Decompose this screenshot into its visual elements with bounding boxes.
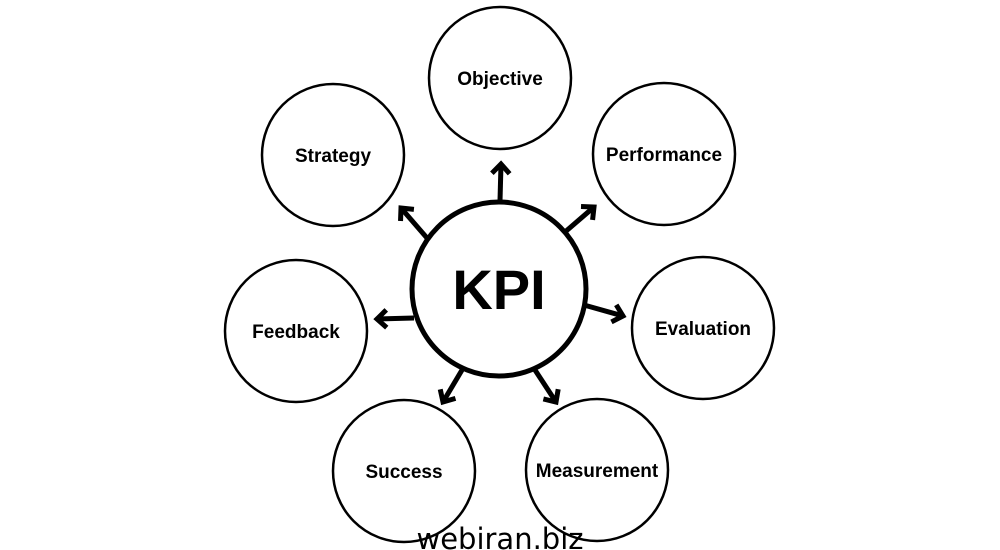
node-performance: Performance xyxy=(591,81,737,227)
node-label: Performance xyxy=(606,145,722,166)
node-label: Feedback xyxy=(252,322,340,343)
node-circle xyxy=(427,5,573,151)
node-measurement: Measurement xyxy=(524,397,670,543)
node-circle xyxy=(223,258,369,404)
node-success: Success xyxy=(331,398,477,544)
arrow-measurement xyxy=(532,368,561,406)
arrow-objective xyxy=(490,160,512,202)
arrow-performance xyxy=(563,204,597,234)
arrow-feedback xyxy=(373,308,415,330)
arrow-evaluation xyxy=(583,302,627,325)
node-strategy: Strategy xyxy=(260,82,406,228)
node-circle xyxy=(260,82,406,228)
center-node: KPI xyxy=(409,199,589,379)
arrow-success xyxy=(437,368,465,406)
node-feedback: Feedback xyxy=(223,258,369,404)
node-label: Measurement xyxy=(536,461,659,482)
node-label: Success xyxy=(365,462,442,483)
node-circle xyxy=(524,397,670,543)
center-circle xyxy=(409,199,589,379)
node-circle xyxy=(591,81,737,227)
node-evaluation: Evaluation xyxy=(630,255,776,401)
node-label: Evaluation xyxy=(655,319,751,340)
node-circle xyxy=(331,398,477,544)
node-label: Strategy xyxy=(295,146,371,167)
watermark: webiran.biz xyxy=(416,522,583,550)
node-label: Objective xyxy=(457,69,543,90)
arrow-strategy xyxy=(398,205,429,240)
node-objective: Objective xyxy=(427,5,573,151)
center-label: KPI xyxy=(452,258,545,321)
node-circle xyxy=(630,255,776,401)
